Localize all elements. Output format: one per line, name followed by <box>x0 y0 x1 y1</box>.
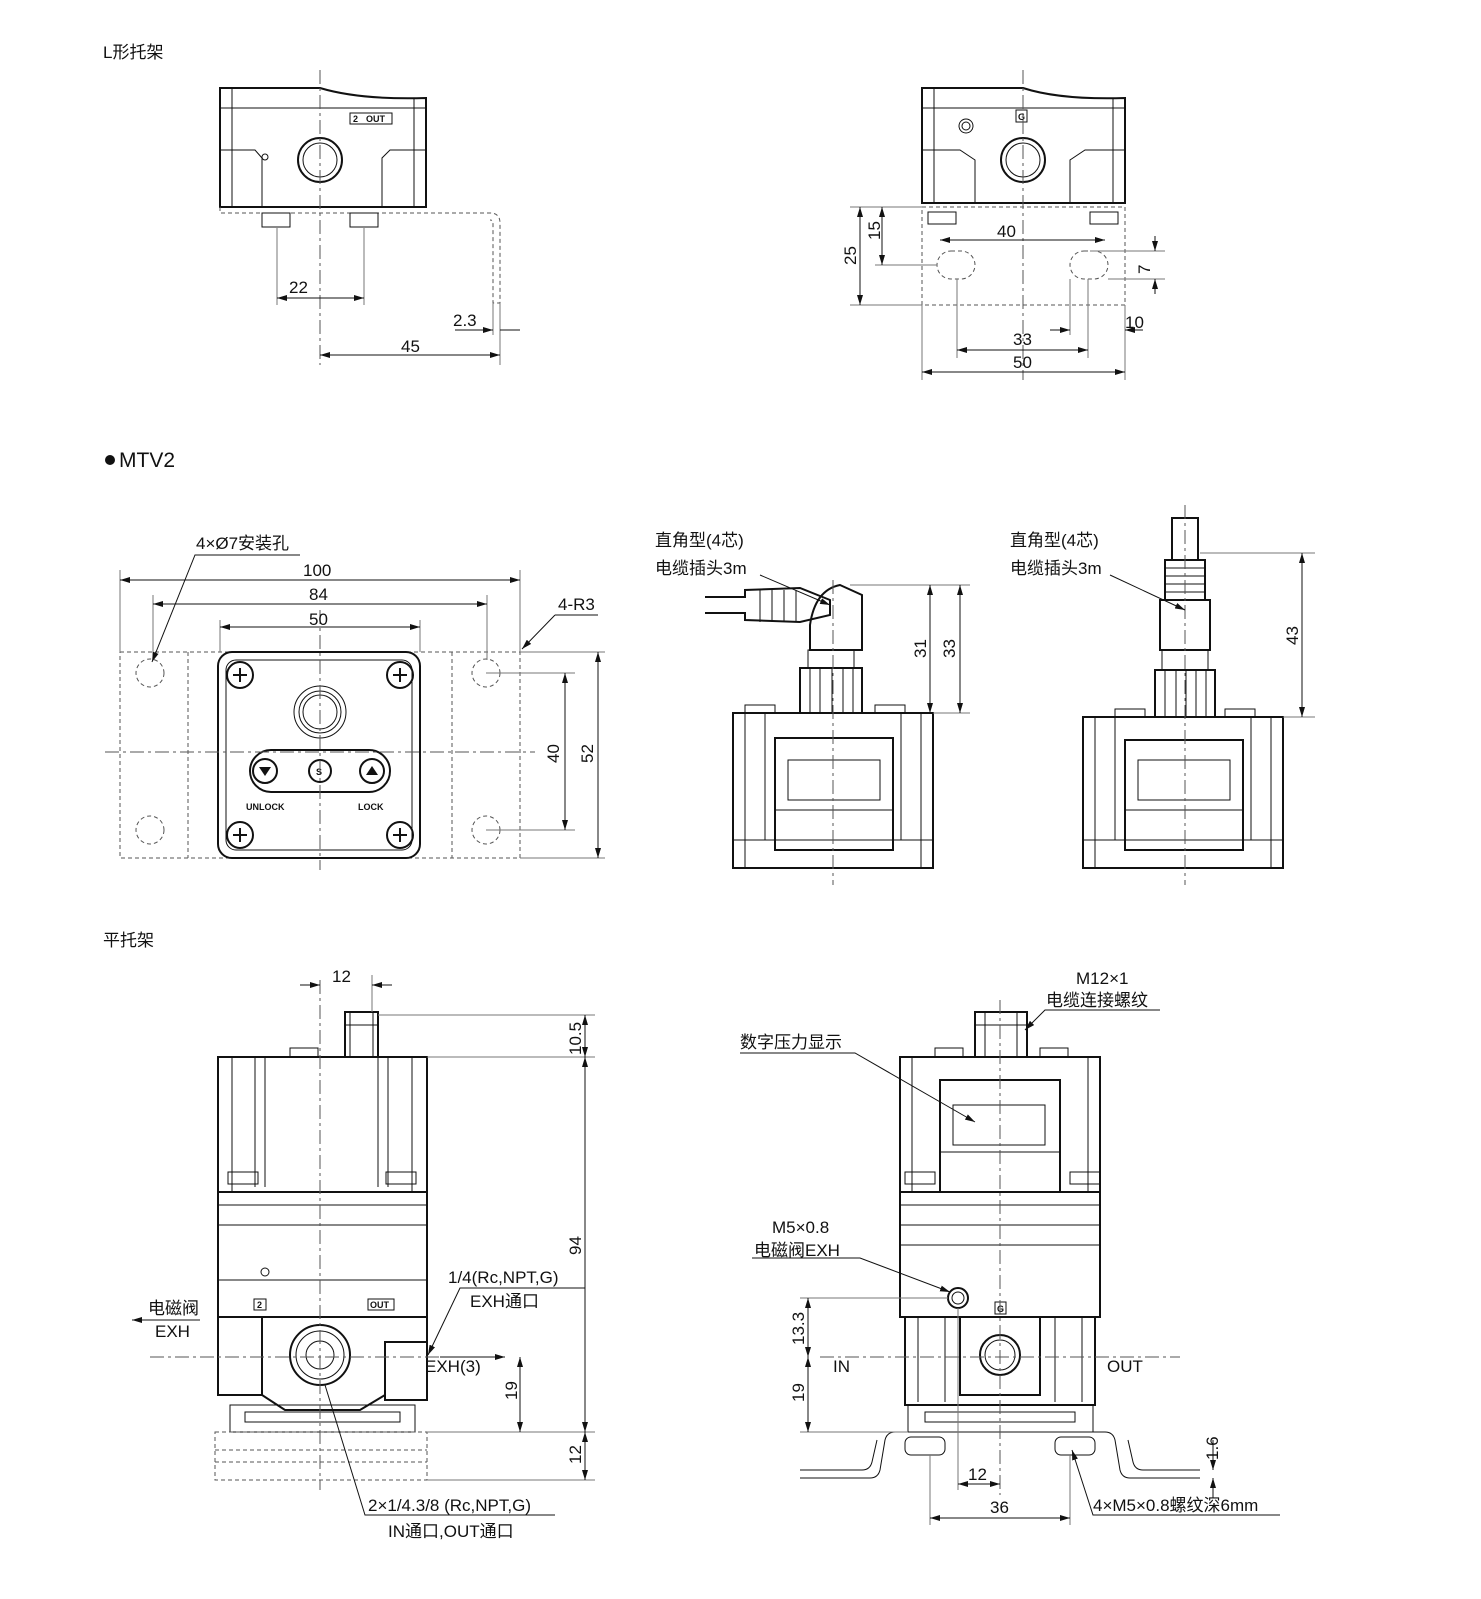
button-s: S <box>316 767 322 777</box>
l-bracket-side-view: G 25 15 40 7 10 33 50 <box>841 70 1165 380</box>
dim-36: 36 <box>990 1498 1009 1517</box>
svg-text:电缆插头3m: 电缆插头3m <box>655 559 747 578</box>
dim-50: 50 <box>1013 353 1032 372</box>
svg-text:OUT: OUT <box>1107 1357 1143 1376</box>
svg-text:直角型(4芯): 直角型(4芯) <box>655 531 744 550</box>
dim-52: 52 <box>578 744 597 763</box>
svg-text:OUT: OUT <box>370 1300 390 1310</box>
dim-31: 31 <box>911 639 930 658</box>
svg-text:直角型(4芯): 直角型(4芯) <box>1010 531 1099 550</box>
dim-10: 10 <box>1125 313 1144 332</box>
svg-text:2: 2 <box>257 1300 262 1310</box>
svg-text:M5×0.8: M5×0.8 <box>772 1218 829 1237</box>
dim-33: 33 <box>940 639 959 658</box>
svg-text:电缆插头3m: 电缆插头3m <box>1010 559 1102 578</box>
dim-12-base: 12 <box>566 1445 585 1464</box>
svg-text:G: G <box>997 1304 1004 1314</box>
dim-25: 25 <box>841 246 860 265</box>
flat-bracket-side-view: G IN OUT 13.3 19 1.6 12 36 4×M5×0.8螺纹深6m… <box>740 969 1280 1525</box>
dim-2-3: 2.3 <box>453 311 477 330</box>
svg-text:EXH通口: EXH通口 <box>470 1292 539 1311</box>
svg-text:OUT: OUT <box>366 114 386 124</box>
screw <box>349 212 379 228</box>
dim-94: 94 <box>566 1236 585 1255</box>
svg-text:电缆连接螺纹: 电缆连接螺纹 <box>1046 991 1148 1010</box>
dim-84: 84 <box>309 585 328 604</box>
section-title-flat-bracket: 平托架 <box>103 931 154 950</box>
dim-7: 7 <box>1135 265 1154 274</box>
svg-text:1/4(Rc,NPT,G): 1/4(Rc,NPT,G) <box>448 1268 559 1287</box>
dim-22: 22 <box>289 278 308 297</box>
svg-text:LOCK: LOCK <box>358 802 384 812</box>
svg-text:电磁阀: 电磁阀 <box>148 1299 199 1318</box>
section-title-l-bracket: L形托架 <box>103 43 163 62</box>
svg-text:EXH: EXH <box>155 1322 190 1341</box>
dim-50: 50 <box>309 610 328 629</box>
dim-33: 33 <box>1013 330 1032 349</box>
svg-text:数字压力显示: 数字压力显示 <box>740 1033 842 1052</box>
svg-text:EXH(3): EXH(3) <box>425 1357 481 1376</box>
mtv2-top-view: S UNLOCK LOCK 100 84 50 40 52 4-R3 4×Ø7安… <box>105 534 605 870</box>
mtv2-side-view-elbow: 31 33 直角型(4芯) 电缆插头3m <box>655 531 970 885</box>
svg-text:G: G <box>1018 112 1025 122</box>
dim-15: 15 <box>865 221 884 240</box>
svg-text:IN: IN <box>833 1357 850 1376</box>
flat-bracket-front-view: 2 OUT 12 10.5 94 12 19 EXH(3) 1/4(Rc,NPT… <box>132 967 595 1541</box>
dim-40: 40 <box>997 222 1016 241</box>
dim-45: 45 <box>401 337 420 356</box>
bullet-icon <box>105 455 115 465</box>
dim-1-6: 1.6 <box>1203 1436 1222 1460</box>
svg-text:电磁阀EXH: 电磁阀EXH <box>754 1241 840 1260</box>
svg-text:4×M5×0.8螺纹深6mm: 4×M5×0.8螺纹深6mm <box>1093 1496 1258 1515</box>
dim-12-top: 12 <box>332 967 351 986</box>
mtv2-side-view-straight: 43 直角型(4芯) 电缆插头3m <box>1010 505 1315 885</box>
dim-43: 43 <box>1283 626 1302 645</box>
screw <box>261 212 291 228</box>
dim-100: 100 <box>303 561 331 580</box>
l-bracket-front-view: 2 OUT 22 2.3 45 <box>219 70 520 365</box>
mounting-hole-note: 4×Ø7安装孔 <box>196 534 289 553</box>
dim-13-3: 13.3 <box>789 1312 808 1345</box>
svg-text:M12×1: M12×1 <box>1076 969 1128 988</box>
svg-text:2×1/4.3/8 (Rc,NPT,G): 2×1/4.3/8 (Rc,NPT,G) <box>368 1496 531 1515</box>
port-label-box <box>349 112 393 125</box>
dim-19: 19 <box>789 1383 808 1402</box>
svg-text:IN通口,OUT通口: IN通口,OUT通口 <box>388 1522 514 1541</box>
dim-40: 40 <box>544 744 563 763</box>
svg-text:UNLOCK: UNLOCK <box>246 802 285 812</box>
svg-text:2: 2 <box>353 114 358 124</box>
dim-10-5: 10.5 <box>566 1022 585 1055</box>
section-title-mtv2: MTV2 <box>119 449 175 472</box>
corner-radius-note: 4-R3 <box>558 595 595 614</box>
dim-12: 12 <box>968 1465 987 1484</box>
dim-19: 19 <box>502 1381 521 1400</box>
